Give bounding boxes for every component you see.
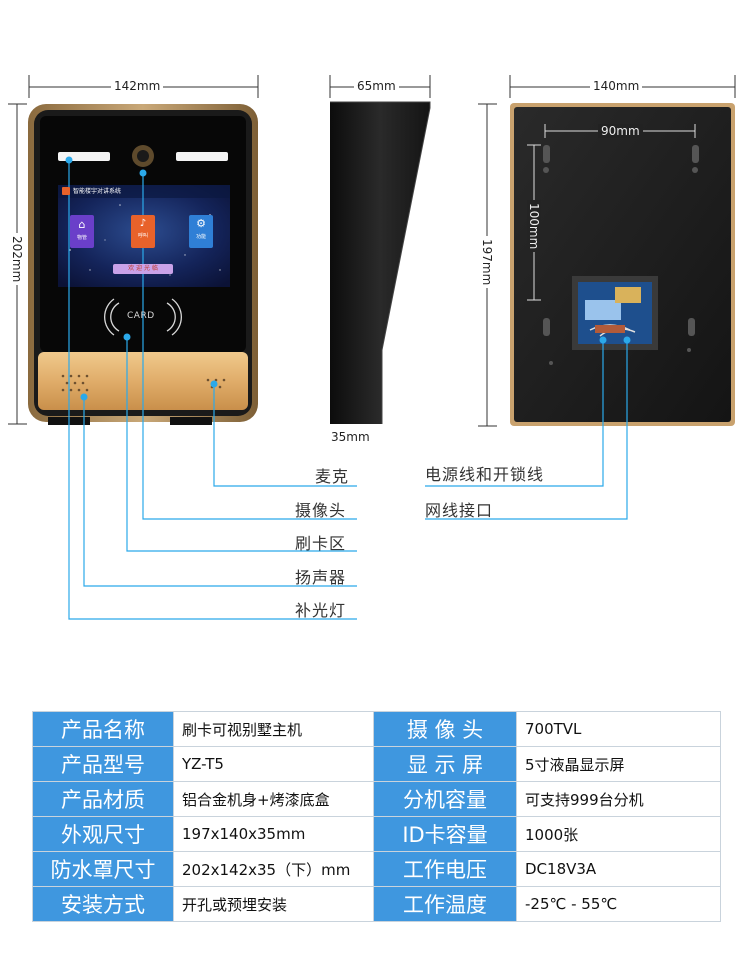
screen-icon-property[interactable]: ⌂ 物管 [70, 215, 94, 248]
side-depth-top-label: 65mm [354, 79, 399, 93]
screen-icon-label: 呼叫 [137, 233, 148, 239]
front-view-diagram [8, 75, 736, 620]
spec-value: 700TVL [516, 711, 721, 747]
spec-value: 铝合金机身+烤漆底盒 [173, 781, 374, 817]
spec-value: 可支持999台分机 [516, 781, 721, 817]
card-reader-icon [104, 298, 182, 336]
spec-label: 分机容量 [373, 781, 517, 817]
side-view-housing [330, 102, 430, 424]
spec-value: 刷卡可视别墅主机 [173, 711, 374, 747]
spec-label: 工作电压 [373, 851, 517, 887]
mount-keyholes [543, 145, 699, 365]
mount-width-label: 90mm [598, 124, 643, 138]
spec-label: 工作温度 [373, 886, 517, 922]
spec-value: -25℃ - 55℃ [516, 886, 721, 922]
fill-light-right [176, 152, 228, 161]
spec-label: 防水罩尺寸 [32, 851, 174, 887]
callout-speaker: 扬声器 [295, 568, 347, 587]
table-row: 安装方式 开孔或预埋安装 工作温度 -25℃ - 55℃ [32, 886, 721, 922]
screen-icon-label: 功能 [195, 234, 206, 240]
spec-label: 产品名称 [32, 711, 174, 747]
screen-icon-function[interactable]: ⚙ 功能 [189, 215, 213, 248]
callout-microphone: 麦克 [315, 467, 350, 486]
callout-card-area: 刷卡区 [295, 534, 347, 553]
table-row: 防水罩尺寸 202x142x35（下）mm 工作电压 DC18V3A [32, 851, 721, 887]
spec-value: 197x140x35mm [173, 816, 374, 852]
home-icon: ⌂ [78, 218, 86, 231]
table-row: 产品名称 刷卡可视别墅主机 摄 像 头 700TVL [32, 711, 721, 747]
spec-label: 显 示 屏 [373, 746, 517, 782]
spec-value: DC18V3A [516, 851, 721, 887]
callout-network-port: 网线接口 [425, 501, 494, 520]
callout-camera: 摄像头 [295, 501, 347, 520]
screen-icon-call[interactable]: ♪ 呼叫 [131, 215, 155, 248]
table-row: 产品材质 铝合金机身+烤漆底盒 分机容量 可支持999台分机 [32, 781, 721, 817]
callout-lines [68, 160, 628, 620]
front-width-label: 142mm [111, 79, 164, 93]
spec-value: YZ-T5 [173, 746, 374, 782]
spec-value: 开孔或预埋安装 [173, 886, 374, 922]
back-height-label: 197mm [480, 236, 494, 289]
card-area-text: CARD [127, 311, 155, 321]
side-depth-bottom-label: 35mm [328, 430, 373, 444]
callout-dots [65, 156, 631, 401]
callout-fill-light: 补光灯 [295, 601, 347, 620]
screen-icon-label: 物管 [76, 235, 87, 241]
spec-label: 产品材质 [32, 781, 174, 817]
spec-label: 产品型号 [32, 746, 174, 782]
bell-icon: ♪ [139, 218, 147, 229]
mount-height-label: 100mm [527, 200, 541, 253]
back-width-label: 140mm [590, 79, 643, 93]
gear-icon: ⚙ [196, 217, 206, 230]
front-height-label: 202mm [10, 233, 24, 286]
spec-value: 202x142x35（下）mm [173, 851, 374, 887]
spec-value: 1000张 [516, 816, 721, 852]
spec-label: 摄 像 头 [373, 711, 517, 747]
spec-table: 产品名称 刷卡可视别墅主机 摄 像 头 700TVL 产品型号 YZ-T5 显 … [32, 711, 721, 922]
spec-label: 外观尺寸 [32, 816, 174, 852]
spec-label: ID卡容量 [373, 816, 517, 852]
spec-value: 5寸液晶显示屏 [516, 746, 721, 782]
screen-title: 智能楼宇对讲系统 [73, 188, 122, 195]
spec-label: 安装方式 [32, 886, 174, 922]
screen-welcome-button[interactable]: 欢 迎 光 临 [113, 264, 173, 274]
table-row: 产品型号 YZ-T5 显 示 屏 5寸液晶显示屏 [32, 746, 721, 782]
table-row: 外观尺寸 197x140x35mm ID卡容量 1000张 [32, 816, 721, 852]
screen-title-icon [62, 187, 70, 195]
callout-power-lock-wire: 电源线和开锁线 [425, 465, 545, 484]
